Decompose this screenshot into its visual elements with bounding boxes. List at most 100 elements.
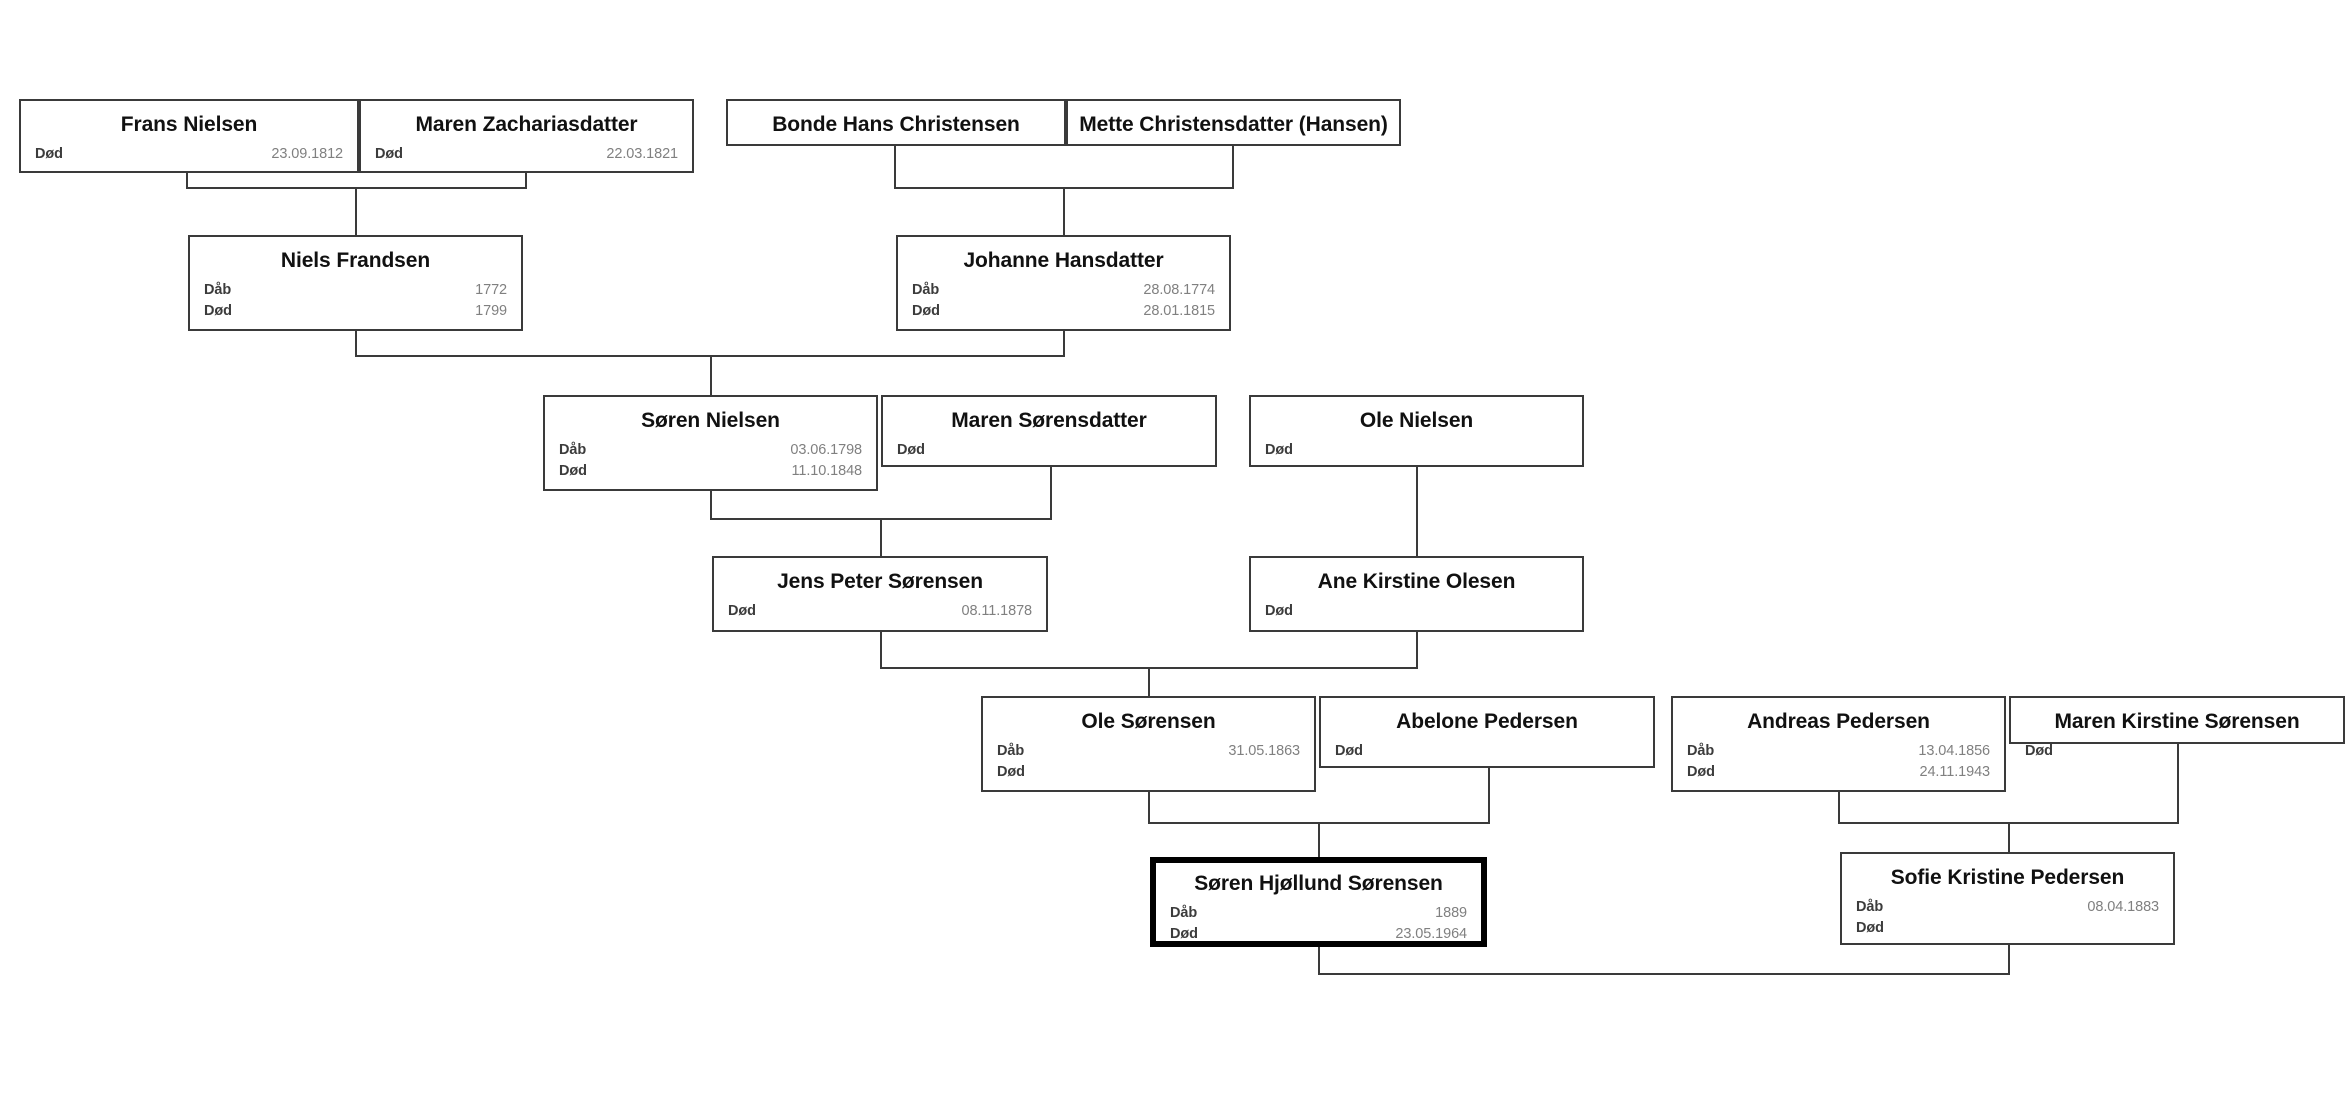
fact-row: Død [883, 440, 1215, 461]
person-name: Maren Kirstine Sørensen [2054, 710, 2300, 733]
fact-row: Død 08.11.1878 [714, 601, 1046, 622]
person-name: Johanne Hansdatter [963, 249, 1164, 272]
person-node-frans-nielsen[interactable]: Frans Nielsen Død 23.09.1812 [19, 99, 359, 173]
fact-row: Død 23.09.1812 [21, 144, 357, 165]
fact-label: Dåb [1856, 899, 1884, 915]
fact-row: Død [1321, 741, 1653, 762]
person-node-andreas-pedersen[interactable]: Andreas Pedersen Dåb 13.04.1856 Død 24.1… [1671, 696, 2006, 792]
person-facts: Død [1251, 440, 1582, 461]
connector-drop-maren-zachariasdatter [525, 171, 527, 187]
connector-child-ole-sorensen [1148, 667, 1150, 700]
connector-child-johanne [1063, 187, 1065, 235]
fact-label: Dåb [912, 282, 940, 298]
fact-label: Dåb [204, 282, 232, 298]
fact-value: 11.10.1848 [791, 463, 863, 479]
fact-value: 08.04.1883 [2087, 899, 2159, 915]
person-name: Frans Nielsen [120, 113, 258, 136]
person-node-abelone-pedersen[interactable]: Abelone Pedersen Død [1319, 696, 1655, 768]
fact-value: 24.11.1943 [1919, 764, 1991, 780]
person-node-maren-zachariasdatter[interactable]: Maren Zachariasdatter Død 22.03.1821 [359, 99, 694, 173]
connector-marriage-soren-sofie [1318, 973, 2010, 975]
fact-row: Dåb 28.08.1774 [898, 280, 1229, 301]
connector-child-soren-nielsen [710, 355, 712, 395]
fact-value: 13.04.1856 [1918, 743, 1990, 759]
person-name: Niels Frandsen [280, 249, 431, 272]
person-node-maren-sorensdatter[interactable]: Maren Sørensdatter Død [881, 395, 1217, 467]
connector-drop-johanne [1063, 331, 1065, 355]
person-name: Søren Nielsen [641, 409, 780, 432]
fact-row: Dåb 1772 [190, 280, 521, 301]
person-name: Ane Kirstine Olesen [1317, 570, 1516, 593]
connector-child-niels-frandsen [355, 187, 357, 235]
person-facts: Død [883, 440, 1215, 461]
person-node-ole-nielsen[interactable]: Ole Nielsen Død [1249, 395, 1584, 467]
person-node-ane-kirstine-olesen[interactable]: Ane Kirstine Olesen Død [1249, 556, 1584, 632]
fact-value: 03.06.1798 [790, 442, 862, 458]
person-node-soren-nielsen[interactable]: Søren Nielsen Dåb 03.06.1798 Død 11.10.1… [543, 395, 878, 491]
connector-child-soren-hjollund [1318, 822, 1320, 857]
person-node-johanne-hansdatter[interactable]: Johanne Hansdatter Dåb 28.08.1774 Død 28… [896, 235, 1231, 331]
fact-label: Død [1170, 926, 1198, 942]
fact-row: Dåb 03.06.1798 [545, 440, 876, 461]
fact-label: Dåb [1687, 743, 1715, 759]
fact-row: Dåb 08.04.1883 [1842, 897, 2173, 918]
person-name: Ole Nielsen [1359, 409, 1474, 432]
fact-label: Død [2025, 743, 2053, 759]
person-node-niels-frandsen[interactable]: Niels Frandsen Dåb 1772 Død 1799 [188, 235, 523, 331]
fact-label: Død [559, 463, 587, 479]
person-name: Abelone Pedersen [1396, 710, 1578, 733]
fact-label: Dåb [559, 442, 587, 458]
person-node-sofie-kristine-pedersen[interactable]: Sofie Kristine Pedersen Dåb 08.04.1883 D… [1840, 852, 2175, 945]
person-facts: Død 08.11.1878 [714, 601, 1046, 622]
person-node-mette-christensdatter[interactable]: Mette Christensdatter (Hansen) [1066, 99, 1401, 146]
person-name: Søren Hjøllund Sørensen [1194, 872, 1443, 895]
fact-row: Død 1799 [190, 301, 521, 322]
fact-label: Dåb [997, 743, 1025, 759]
fact-row: Død 28.01.1815 [898, 301, 1229, 322]
fact-row: Død [983, 762, 1314, 783]
person-facts: Dåb 03.06.1798 Død 11.10.1848 [545, 440, 876, 482]
fact-value: 22.03.1821 [606, 146, 678, 162]
fact-row: Død 24.11.1943 [1673, 762, 2004, 783]
connector-drop-andreas [1838, 768, 1840, 822]
connector-drop-maren-sorensdatter [1050, 463, 1052, 518]
person-facts: Død [2011, 741, 2343, 762]
connector-drop-jens-peter [880, 632, 882, 667]
person-name: Maren Sørensdatter [951, 409, 1147, 432]
connector-drop-ole-sorensen [1148, 792, 1150, 822]
connector-drop-frans [186, 171, 188, 187]
fact-label: Død [375, 146, 403, 162]
fact-label: Død [912, 303, 940, 319]
person-node-ole-sorensen[interactable]: Ole Sørensen Dåb 31.05.1863 Død [981, 696, 1316, 792]
fact-row: Død 22.03.1821 [361, 144, 692, 165]
fact-value: 23.05.1964 [1395, 926, 1467, 942]
connector-drop-maren-kirstine [2177, 744, 2179, 822]
fact-row: Død 11.10.1848 [545, 461, 876, 482]
fact-value: 23.09.1812 [271, 146, 343, 162]
person-facts: Dåb 1772 Død 1799 [190, 280, 521, 322]
connector-child-sofie [2008, 822, 2010, 852]
person-node-soren-hjollund-sorensen[interactable]: Søren Hjøllund Sørensen Dåb 1889 Død 23.… [1150, 857, 1487, 947]
person-node-jens-peter-sorensen[interactable]: Jens Peter Sørensen Død 08.11.1878 [712, 556, 1048, 632]
fact-row: Død 23.05.1964 [1156, 924, 1481, 945]
connector-drop-mette [1232, 145, 1234, 187]
connector-drop-soren-hjollund-marriage [1318, 947, 1320, 973]
fact-label: Død [1856, 920, 1884, 936]
fact-row: Død [1842, 918, 2173, 939]
person-facts: Dåb 28.08.1774 Død 28.01.1815 [898, 280, 1229, 322]
fact-label: Død [997, 764, 1025, 780]
fact-label: Død [1335, 743, 1363, 759]
person-name: Bonde Hans Christensen [772, 113, 1020, 136]
person-name: Sofie Kristine Pedersen [1890, 866, 2125, 889]
connector-drop-ane-kirstine [1416, 632, 1418, 667]
fact-value: 1772 [475, 282, 507, 298]
fact-label: Dåb [1170, 905, 1198, 921]
person-facts: Dåb 1889 Død 23.05.1964 [1156, 903, 1481, 945]
person-node-bonde-hans-christensen[interactable]: Bonde Hans Christensen [726, 99, 1066, 146]
person-facts: Dåb 13.04.1856 Død 24.11.1943 [1673, 741, 2004, 783]
fact-label: Død [204, 303, 232, 319]
connector-drop-sofie-marriage [2008, 945, 2010, 973]
person-node-maren-kirstine-sorensen[interactable]: Maren Kirstine Sørensen Død [2009, 696, 2345, 759]
person-facts: Død 23.09.1812 [21, 144, 357, 165]
